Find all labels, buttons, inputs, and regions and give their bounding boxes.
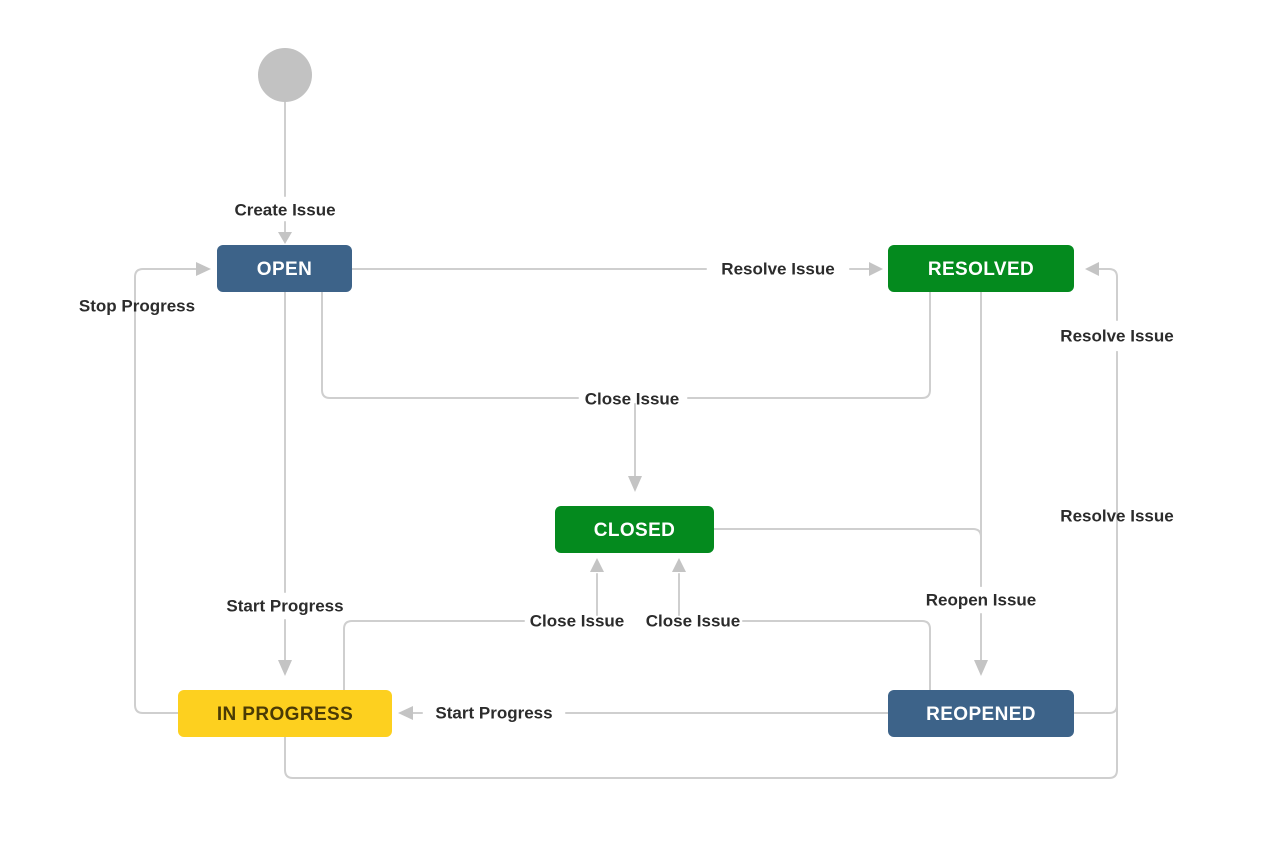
edge-path-resolve-issue-reopened-upper <box>1098 268 1118 321</box>
edge-path-closed-to-reopened <box>713 528 982 587</box>
edge-label-start-progress-reopened: Start Progress <box>435 703 552 722</box>
edge-label-create-issue: Create Issue <box>234 200 335 219</box>
edge-path-close-issue-resolved-right <box>687 291 931 399</box>
node-closed-label: CLOSED <box>594 520 676 541</box>
edge-path-resolve-issue-reopened-lower <box>1073 351 1118 714</box>
arrowhead-stop-progress <box>196 262 211 276</box>
edge-label-close-issue-open: Close Issue <box>585 389 680 408</box>
edge-label-start-progress-open: Start Progress <box>226 596 343 615</box>
node-reopened-rect[interactable] <box>888 690 1074 737</box>
edge-label-close-issue-reopened: Close Issue <box>646 611 741 630</box>
arrowhead-resolve-issue-open <box>869 262 883 276</box>
edge-close-issue-in-progress <box>343 558 604 691</box>
edge-resolve-issue-open <box>351 262 883 276</box>
start-node-circle[interactable] <box>258 48 312 102</box>
edge-label-resolve-issue-in-progress: Resolve Issue <box>1060 506 1173 525</box>
edge-path-stop-progress-lower <box>134 268 179 714</box>
edge-label-close-issue-in-progress: Close Issue <box>530 611 625 630</box>
node-reopened-label: REOPENED <box>926 704 1036 725</box>
arrowhead-start-progress-open <box>278 660 292 676</box>
edge-reopen-issue <box>974 291 988 676</box>
arrowhead-start-progress-reopened <box>398 706 413 720</box>
arrowhead-create-issue <box>278 232 292 244</box>
edge-start-progress-reopened <box>398 706 889 720</box>
node-in-progress-rect[interactable] <box>178 690 392 737</box>
edge-close-issue-reopened <box>672 558 931 691</box>
node-resolved-rect[interactable] <box>888 245 1074 292</box>
edge-start-progress-open <box>278 291 292 676</box>
arrowhead-close-issue-closed <box>628 476 642 492</box>
edge-closed-to-reopened <box>713 528 982 587</box>
edge-label-resolve-issue-reopened: Resolve Issue <box>1060 326 1173 345</box>
node-resolved[interactable]: RESOLVED <box>888 245 1074 292</box>
node-open[interactable]: OPEN <box>217 245 352 292</box>
arrowhead-close-issue-in-progress <box>590 558 604 572</box>
edge-create-issue <box>278 101 292 244</box>
arrowhead-reopen-issue <box>974 660 988 676</box>
edge-label-stop-progress: Stop Progress <box>79 296 195 315</box>
edge-path-resolve-issue-in-progress-bottom <box>284 531 1118 779</box>
node-reopened[interactable]: REOPENED <box>888 690 1074 737</box>
edge-label-reopen-issue: Reopen Issue <box>926 590 1037 609</box>
node-in-progress[interactable]: IN PROGRESS <box>178 690 392 737</box>
node-open-rect[interactable] <box>217 245 352 292</box>
edge-stop-progress <box>134 262 211 714</box>
node-resolved-label: RESOLVED <box>928 259 1034 280</box>
edge-resolve-issue-in-progress <box>284 351 1118 779</box>
node-in-progress-label: IN PROGRESS <box>217 704 353 725</box>
edge-path-close-issue-open-left <box>321 291 579 399</box>
arrowhead-close-issue-reopened <box>672 558 686 572</box>
arrowhead-resolve-issue-reopened <box>1085 262 1099 276</box>
edge-path-close-issue-in-progress-h <box>343 620 525 691</box>
node-closed-rect[interactable] <box>555 506 714 553</box>
edge-label-resolve-issue-open: Resolve Issue <box>721 259 834 278</box>
edge-close-issue-open <box>321 291 931 492</box>
node-open-label: OPEN <box>257 259 312 280</box>
edge-path-close-issue-reopened-h <box>742 620 931 691</box>
node-closed[interactable]: CLOSED <box>555 506 714 553</box>
